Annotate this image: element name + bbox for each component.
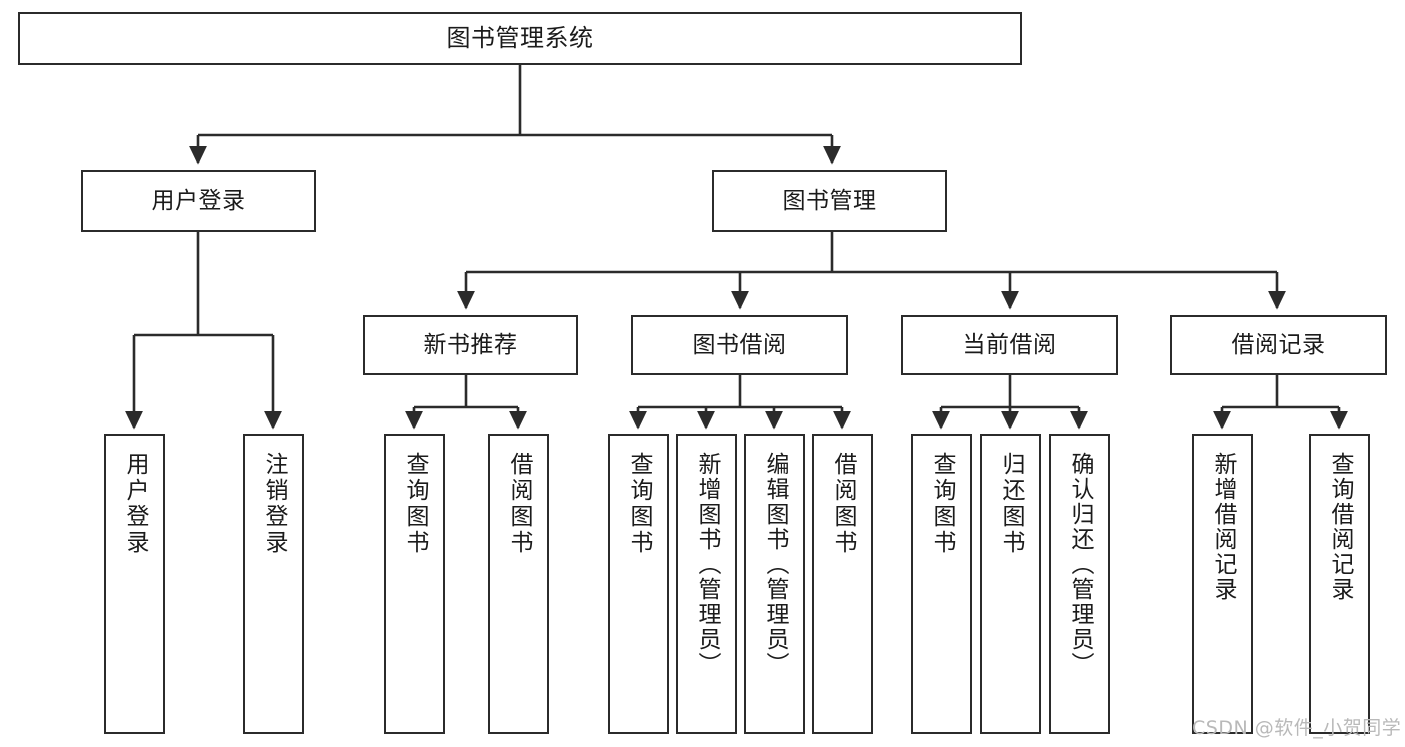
leaf-query-book-borrow[interactable]: 查询图书: [608, 434, 669, 734]
leaf-return-book[interactable]: 归还图书: [980, 434, 1041, 734]
watermark-text: CSDN @软件_小贺同学: [1192, 717, 1402, 739]
node-new-book-recommendation[interactable]: 新书推荐: [363, 315, 578, 375]
node-book-management[interactable]: 图书管理: [712, 170, 947, 232]
node-user-login[interactable]: 用户登录: [81, 170, 316, 232]
node-label: 用户登录: [122, 452, 148, 556]
node-label: 查询图书: [402, 452, 428, 556]
node-label: 查询图书: [626, 452, 652, 556]
leaf-query-borrow-record[interactable]: 查询借阅记录: [1309, 434, 1370, 734]
node-label: 用户登录: [151, 187, 246, 214]
node-label: 借阅图书: [830, 452, 856, 556]
leaf-edit-book-admin[interactable]: 编辑图书（管理员）: [744, 434, 805, 734]
leaf-borrow-book-recommend[interactable]: 借阅图书: [488, 434, 549, 734]
leaf-borrow-book[interactable]: 借阅图书: [812, 434, 873, 734]
node-label: 归还图书: [998, 452, 1024, 556]
node-label: 借阅记录: [1231, 331, 1326, 358]
node-label: 编辑图书（管理员）: [762, 452, 788, 677]
leaf-user-login[interactable]: 用户登录: [104, 434, 165, 734]
node-label: 新书推荐: [423, 331, 518, 358]
node-label: 确认归还（管理员）: [1067, 452, 1093, 677]
node-borrowing-record[interactable]: 借阅记录: [1170, 315, 1387, 375]
node-label: 新增借阅记录: [1210, 452, 1236, 602]
node-label: 查询借阅记录: [1327, 452, 1353, 602]
node-label: 图书管理系统: [446, 23, 594, 52]
node-label: 借阅图书: [506, 452, 532, 556]
leaf-confirm-return-admin[interactable]: 确认归还（管理员）: [1049, 434, 1110, 734]
leaf-query-book-current[interactable]: 查询图书: [911, 434, 972, 734]
leaf-logout[interactable]: 注销登录: [243, 434, 304, 734]
node-label: 注销登录: [261, 452, 287, 556]
node-book-borrowing[interactable]: 图书借阅: [631, 315, 848, 375]
node-label: 查询图书: [929, 452, 955, 556]
node-label: 新增图书（管理员）: [694, 452, 720, 677]
node-root-book-management-system[interactable]: 图书管理系统: [18, 12, 1022, 65]
node-label: 图书管理: [782, 187, 877, 214]
node-current-borrowing[interactable]: 当前借阅: [901, 315, 1118, 375]
leaf-add-borrow-record[interactable]: 新增借阅记录: [1192, 434, 1253, 734]
leaf-query-book-recommend[interactable]: 查询图书: [384, 434, 445, 734]
node-label: 图书借阅: [692, 331, 787, 358]
node-label: 当前借阅: [962, 331, 1057, 358]
leaf-add-book-admin[interactable]: 新增图书（管理员）: [676, 434, 737, 734]
